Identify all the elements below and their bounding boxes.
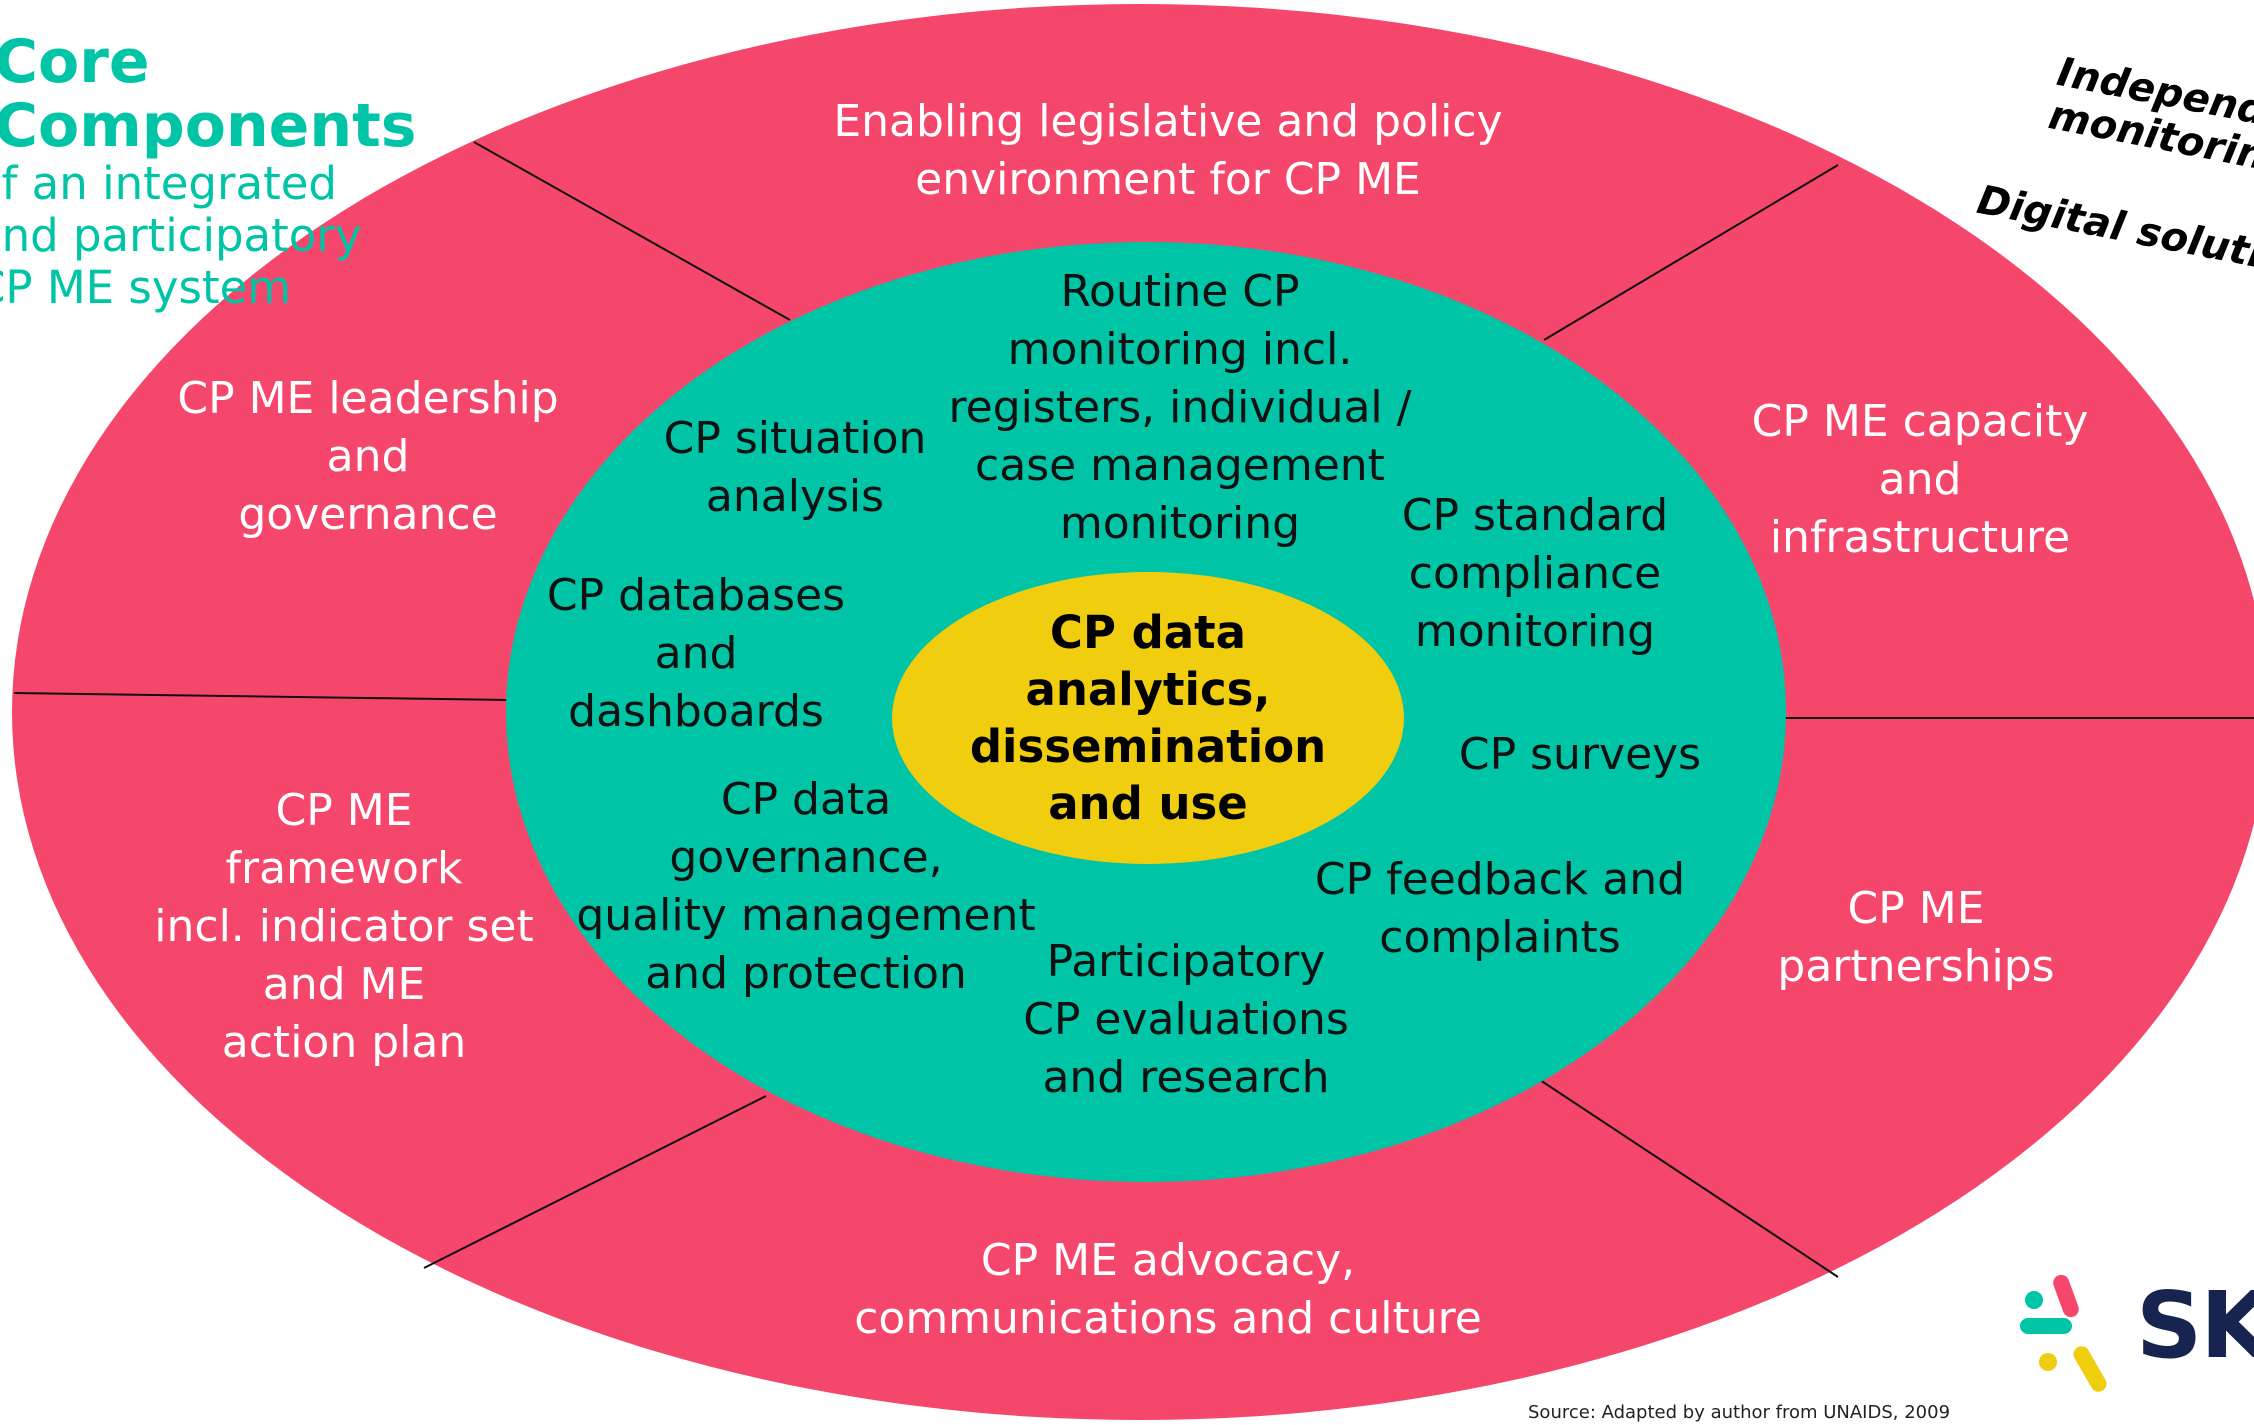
middle-label-evaluations: Participatory CP evaluations and researc… [1023,936,1349,1103]
core-circle [892,572,1404,864]
middle-label-situation: CP situation analysis [663,413,927,522]
divider-bottom-left [423,1095,767,1269]
divider-left [13,692,511,701]
middle-label-feedback: CP feedback and complaints [1314,854,1686,963]
outer-label-capacity: CP ME capacity and infrastructure [1751,396,2089,563]
middle-label-surveys: CP surveys [1458,729,1702,780]
middle-label-databases: CP databases and dashboards [546,570,846,737]
skr-logo-icon [2020,1274,2107,1392]
outer-label-legislative: Enabling legislative and policy environm… [833,96,1503,205]
divider-top-left [473,141,791,321]
outer-label-advocacy: CP ME advocacy, communications and cultu… [854,1235,1482,1344]
divider-top-right [1543,164,1839,341]
outer-label-leadership: CP ME leadership and governance [177,373,559,540]
middle-label-compliance: CP standard compliance monitoring [1401,490,1669,657]
outer-label-partnerships: CP ME partnerships [1777,883,2055,992]
divider-bottom-right [1539,1079,1839,1278]
middle-label-routine: Routine CP monitoring incl. registers, i… [948,266,1412,549]
outer-label-framework: CP ME framework incl. indicator set and … [154,785,534,1068]
heading-subtitle: of an integrated and participatory CP ME… [0,157,362,314]
source-note: Source: Adapted by author from UNAIDS, 2… [1528,1402,1951,1423]
skr-logo-text: SKR [2136,1272,2254,1379]
heading-title: Core Components [0,27,417,161]
middle-label-governance: CP data governance, quality management a… [576,774,1036,999]
core-label: CP data analytics, dissemination and use [969,606,1327,830]
